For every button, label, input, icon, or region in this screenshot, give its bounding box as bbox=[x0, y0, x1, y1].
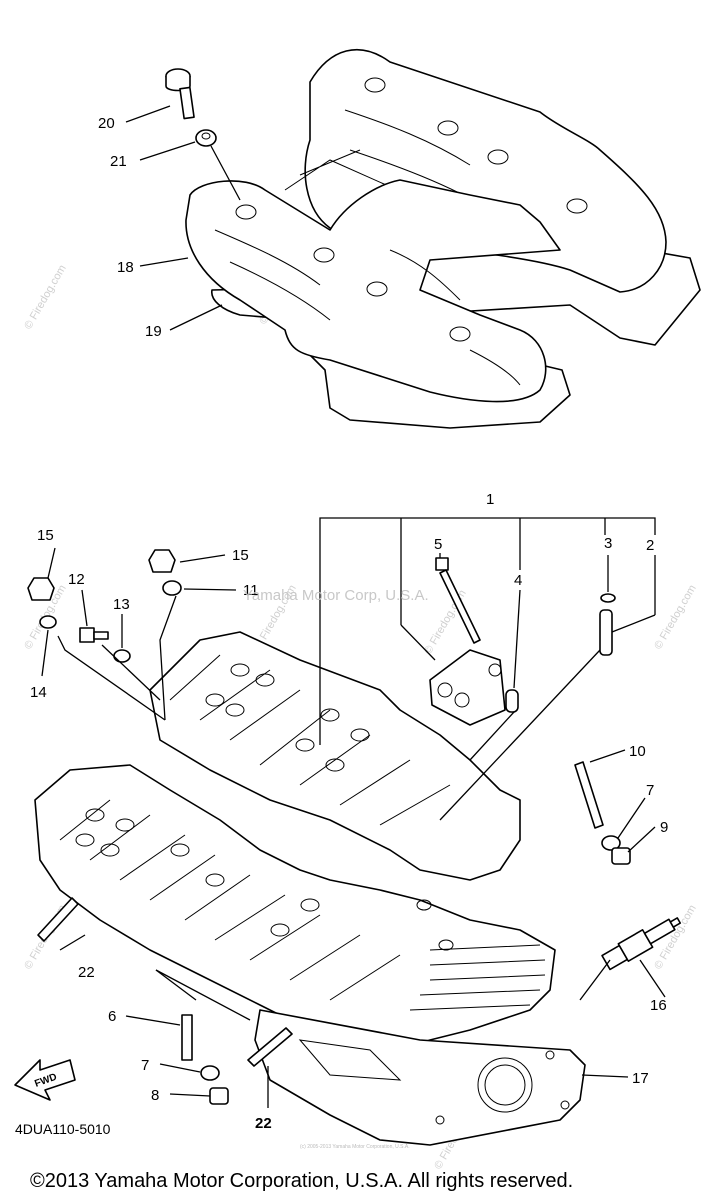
valve-spring bbox=[115, 818, 135, 832]
callout-12: 12 bbox=[68, 571, 85, 588]
callout-labels: 20 21 18 19 1 2 3 4 5 15 15 12 11 13 14 … bbox=[30, 115, 668, 1132]
washer-14 bbox=[39, 615, 57, 629]
callout-2: 2 bbox=[646, 537, 654, 554]
front-head-body bbox=[34, 764, 556, 1051]
stud-bolt-10 bbox=[574, 761, 604, 829]
dowel-pin-4 bbox=[505, 689, 519, 713]
bolt-hole bbox=[438, 939, 454, 951]
washer-13 bbox=[113, 649, 131, 663]
nut-15-left bbox=[27, 577, 55, 601]
bolt-hole bbox=[566, 198, 588, 214]
cover-rib bbox=[214, 229, 331, 321]
callout-21: 21 bbox=[110, 153, 127, 170]
head-detail bbox=[169, 654, 451, 826]
site-watermark: © Firedog.com bbox=[652, 583, 699, 652]
leader-lines bbox=[41, 105, 666, 1108]
callout-6: 6 bbox=[108, 1008, 116, 1025]
valve-spring bbox=[100, 843, 120, 857]
stud-bolt-22-bottom bbox=[247, 1027, 293, 1067]
bolt-hole bbox=[235, 204, 257, 220]
rear-head-body bbox=[149, 631, 521, 881]
washer-11 bbox=[162, 580, 182, 596]
callout-15-left: 15 bbox=[37, 527, 54, 544]
rear-cylinder-head bbox=[149, 631, 521, 881]
yamaha-watermark: Yamaha Motor Corp, U.S.A. bbox=[243, 587, 429, 604]
callout-5: 5 bbox=[434, 536, 442, 553]
camshaft-cap bbox=[429, 649, 506, 726]
valve-spring bbox=[350, 728, 370, 742]
bolt-hole bbox=[364, 77, 386, 93]
callout-9: 9 bbox=[660, 819, 668, 836]
callout-11: 11 bbox=[243, 582, 259, 599]
valve-spring bbox=[205, 873, 225, 887]
front-cylinder-head bbox=[34, 764, 556, 1051]
bolt-hole bbox=[449, 326, 471, 342]
callout-3: 3 bbox=[604, 535, 612, 552]
valve-spring bbox=[75, 833, 95, 847]
callout-18: 18 bbox=[117, 259, 134, 276]
callout-13: 13 bbox=[113, 596, 130, 613]
bolt-5 bbox=[435, 557, 481, 644]
spark-plug-16 bbox=[601, 917, 682, 971]
callout-20: 20 bbox=[98, 115, 115, 132]
bolt-hole bbox=[487, 149, 509, 165]
diagram-code: 4DUA110-5010 bbox=[15, 1121, 111, 1137]
callout-15-right: 15 bbox=[232, 547, 249, 564]
front-cover bbox=[185, 179, 561, 403]
stud-bolt-22-left bbox=[37, 897, 79, 942]
valve-spring bbox=[225, 703, 245, 717]
cooling-fins bbox=[409, 944, 546, 1011]
clip-3 bbox=[600, 593, 616, 603]
callout-10: 10 bbox=[629, 743, 646, 760]
copyright-notice: ©2013 Yamaha Motor Corporation, U.S.A. A… bbox=[30, 1170, 573, 1192]
tiny-notice: (c) 2005-2013 Yamaha Motor Corporation, … bbox=[300, 1144, 410, 1150]
valve-spring bbox=[85, 808, 105, 822]
fwd-arrow: FWD bbox=[14, 1059, 76, 1101]
callout-17: 17 bbox=[632, 1070, 649, 1087]
callout-16: 16 bbox=[650, 997, 667, 1014]
cover-rib bbox=[389, 249, 521, 386]
nut-9 bbox=[611, 847, 631, 865]
callout-14: 14 bbox=[30, 684, 47, 701]
valve-spring bbox=[295, 738, 315, 752]
bolt-12 bbox=[79, 627, 109, 643]
bolt-hole bbox=[416, 899, 432, 911]
callout-19: 19 bbox=[145, 323, 162, 340]
bolt-hole bbox=[313, 247, 335, 263]
callout-22-bottom: 22 bbox=[255, 1115, 272, 1132]
washer-7b bbox=[200, 1065, 220, 1081]
grommet-21 bbox=[195, 129, 217, 147]
valve-spring bbox=[230, 663, 250, 677]
bolt-hole bbox=[437, 120, 459, 136]
nut-15-right bbox=[148, 549, 176, 573]
head-detail bbox=[59, 799, 401, 1001]
front-cylinder-head-cover bbox=[185, 179, 571, 429]
bolt-20 bbox=[165, 68, 195, 120]
valve-spring bbox=[320, 708, 340, 722]
callout-7-right: 7 bbox=[646, 782, 654, 799]
site-watermark: © Firedog.com bbox=[422, 588, 469, 657]
callout-1: 1 bbox=[486, 491, 494, 508]
washer-7 bbox=[601, 835, 621, 851]
callout-22-left: 22 bbox=[78, 964, 95, 981]
valve-spring bbox=[255, 673, 275, 687]
callout-8: 8 bbox=[151, 1087, 159, 1104]
callout-7-bottom: 7 bbox=[141, 1057, 149, 1074]
bolt-hole bbox=[366, 281, 388, 297]
valve-spring bbox=[170, 843, 190, 857]
valve-spring bbox=[300, 898, 320, 912]
site-watermark: © Firedog.com bbox=[22, 263, 69, 332]
valve-spring bbox=[325, 758, 345, 772]
stud-bolt-6 bbox=[181, 1014, 193, 1061]
callout-4: 4 bbox=[514, 572, 522, 589]
dowel-pin-2 bbox=[599, 609, 613, 656]
nut-8 bbox=[209, 1087, 229, 1105]
valve-spring bbox=[205, 693, 225, 707]
valve-spring bbox=[270, 923, 290, 937]
